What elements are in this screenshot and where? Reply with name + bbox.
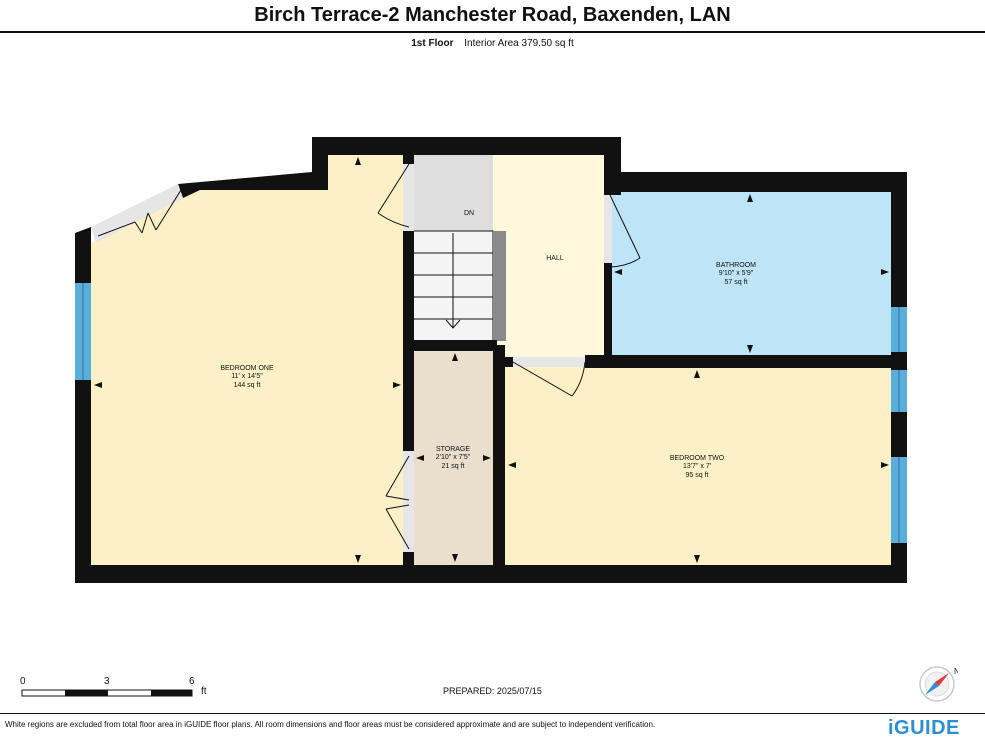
door-swings — [97, 163, 641, 550]
disclaimer-text: White regions are excluded from total fl… — [5, 720, 656, 729]
floor-label: 1st Floor — [411, 38, 454, 49]
bedroom-one-door-opening — [403, 164, 414, 231]
dimension-arrows — [94, 157, 889, 563]
stairs-label: DN — [464, 210, 474, 217]
bedroom-two-floor — [505, 367, 891, 566]
scale-tick-0: 0 — [20, 676, 26, 687]
floor-subtitle: 1st Floor Interior Area 379.50 sq ft — [0, 38, 985, 50]
bathroom-floor — [611, 192, 891, 355]
scale-tick-6: 6 — [189, 676, 195, 687]
hall-opening — [513, 357, 585, 367]
prepared-date: PREPARED: 2025/07/15 — [443, 686, 542, 696]
hall-wall-opening — [604, 195, 612, 263]
bedroom-one-area: 144 sq ft — [234, 382, 261, 389]
plan-title: Birch Terrace-2 Manchester Road, Baxende… — [254, 4, 731, 26]
bedroom-one-floor — [91, 153, 404, 565]
footer-divider — [0, 713, 985, 714]
bedroom-two-dims: 13'7" x 7' — [683, 463, 711, 470]
scale-tick-3: 3 — [104, 676, 110, 687]
stair-rail — [493, 231, 506, 341]
bathroom-area: 57 sq ft — [725, 279, 748, 286]
interior-area: Interior Area 379.50 sq ft — [464, 38, 574, 49]
bedroom-one-dims: 11' x 14'5" — [231, 373, 263, 380]
brand-logo: iGUIDE — [888, 717, 960, 739]
bedroom-one-closet-opening — [403, 451, 414, 552]
storage-dims: 2'10" x 7'5" — [436, 454, 471, 461]
hall-floor — [493, 153, 605, 358]
bedroom-one-name: BEDROOM ONE — [220, 365, 274, 372]
storage-area: 21 sq ft — [442, 463, 465, 470]
scale-bar — [21, 689, 193, 697]
compass-icon: N — [918, 664, 960, 704]
diagonal-wall-opening — [91, 184, 183, 243]
bathroom-dims: 9'10" x 5'9" — [719, 270, 754, 277]
scale-unit: ft — [201, 686, 207, 697]
bedroom-two-name: BEDROOM TWO — [670, 455, 725, 462]
hall-name: HALL — [546, 255, 564, 262]
bedroom-two-area: 95 sq ft — [686, 472, 709, 479]
staircase — [412, 230, 494, 342]
compass-north-label: N — [954, 667, 958, 676]
storage-name: STORAGE — [436, 446, 470, 453]
storage-floor — [413, 350, 493, 565]
bathroom-name: BATHROOM — [716, 262, 756, 269]
title-divider — [0, 31, 985, 33]
